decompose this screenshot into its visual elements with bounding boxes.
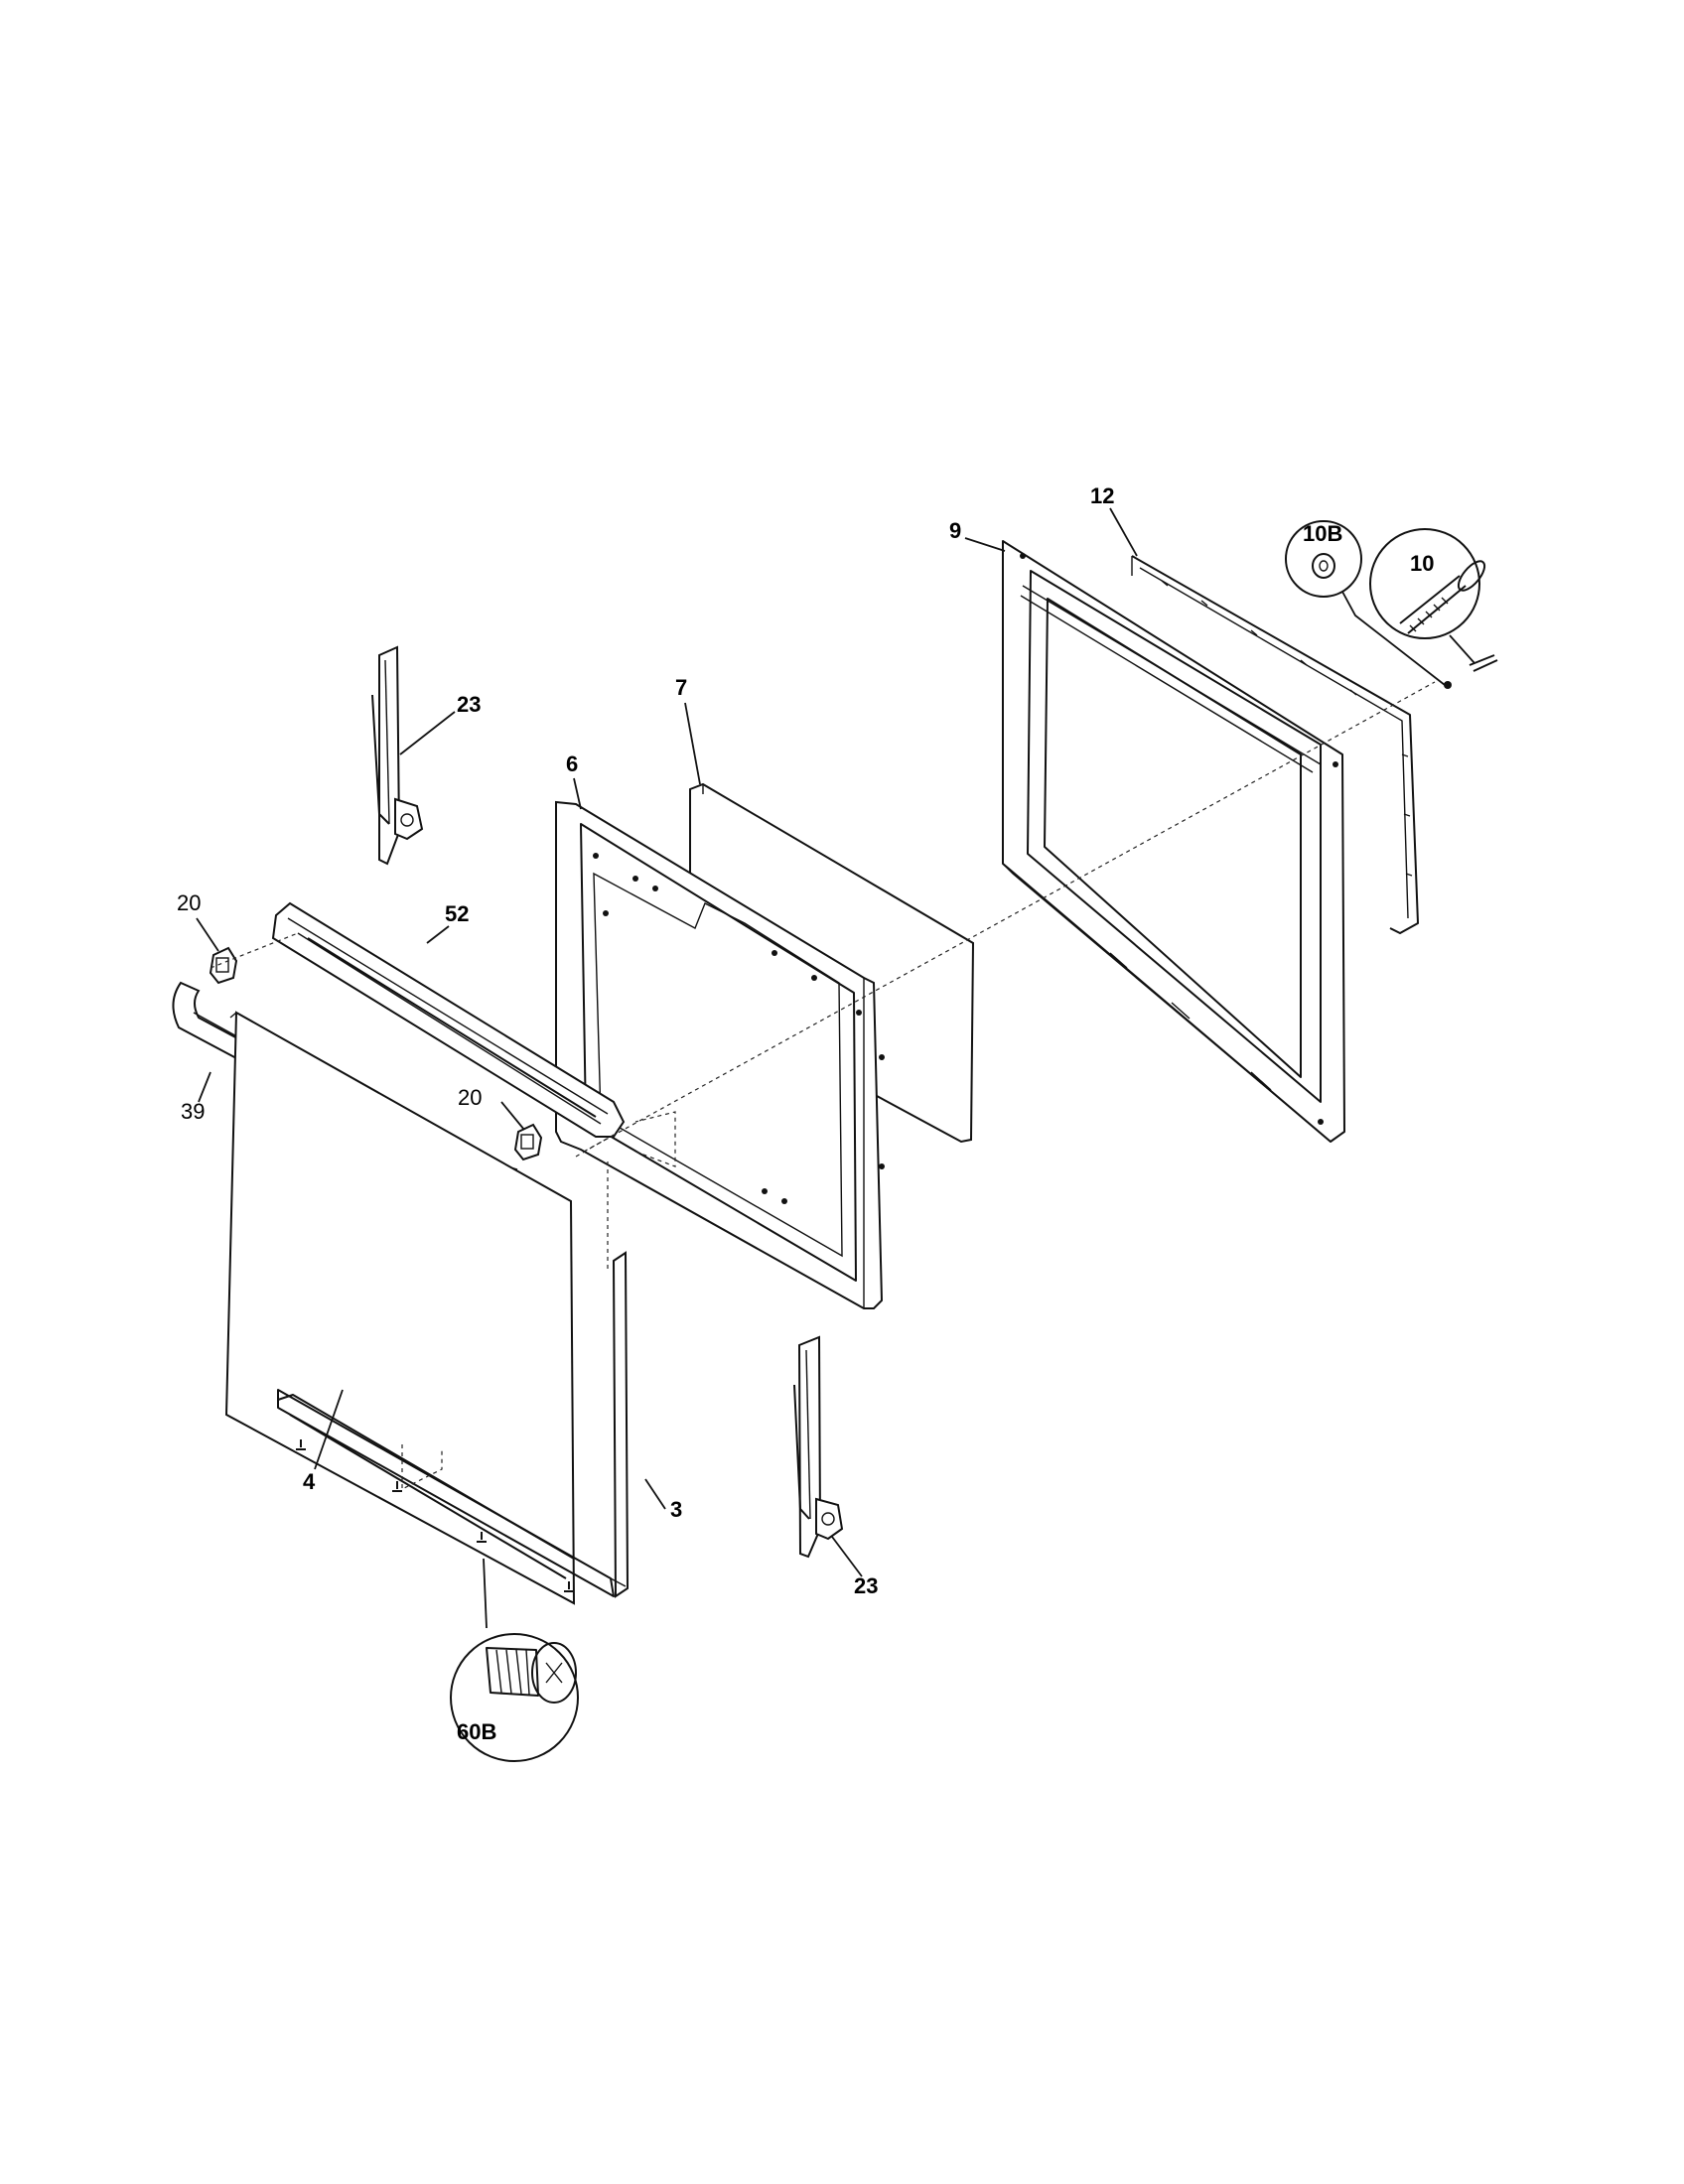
part-20-end-cap-top [209, 946, 238, 985]
label-part-9: 9 [949, 518, 961, 543]
label-part-4: 4 [303, 1469, 316, 1494]
part-9-door-liner [1002, 540, 1345, 1143]
assembly-lines [210, 681, 1436, 1269]
label-part-3: 3 [670, 1497, 682, 1522]
label-part-10b: 10B [1303, 521, 1342, 546]
part-12-door-gasket [1131, 555, 1419, 934]
part-60b-screw-callout [450, 1558, 579, 1762]
label-part-23-top: 23 [457, 692, 481, 717]
part-10-screw-callout [1369, 528, 1498, 689]
part-10b-washer-callout [1285, 520, 1446, 686]
label-part-20-top: 20 [177, 890, 201, 915]
part-23-hinge-bottom [793, 1335, 844, 1559]
label-part-52: 52 [445, 901, 469, 926]
label-part-6: 6 [566, 751, 578, 776]
label-part-10: 10 [1410, 551, 1434, 576]
leader-lines [196, 507, 1138, 1577]
screws [296, 1439, 574, 1592]
part-6-inner-door-panel [555, 800, 885, 1309]
label-part-20-mid: 20 [458, 1085, 482, 1110]
part-23-hinge-top [371, 645, 424, 866]
part-20-end-cap-mid [513, 1123, 543, 1161]
part-4-lower-trim [277, 1394, 575, 1579]
label-part-39: 39 [181, 1099, 205, 1124]
label-part-60b: 60B [457, 1719, 496, 1744]
label-part-12: 12 [1090, 483, 1114, 508]
label-part-23-bottom: 23 [854, 1573, 878, 1598]
part-52-handle-trim [271, 901, 626, 1138]
part-labels: 9 12 10B 10 23 7 6 20 52 39 20 4 3 23 60… [177, 483, 1434, 1744]
part-3-outer-door-panel [224, 1011, 630, 1605]
label-part-7: 7 [675, 675, 687, 700]
